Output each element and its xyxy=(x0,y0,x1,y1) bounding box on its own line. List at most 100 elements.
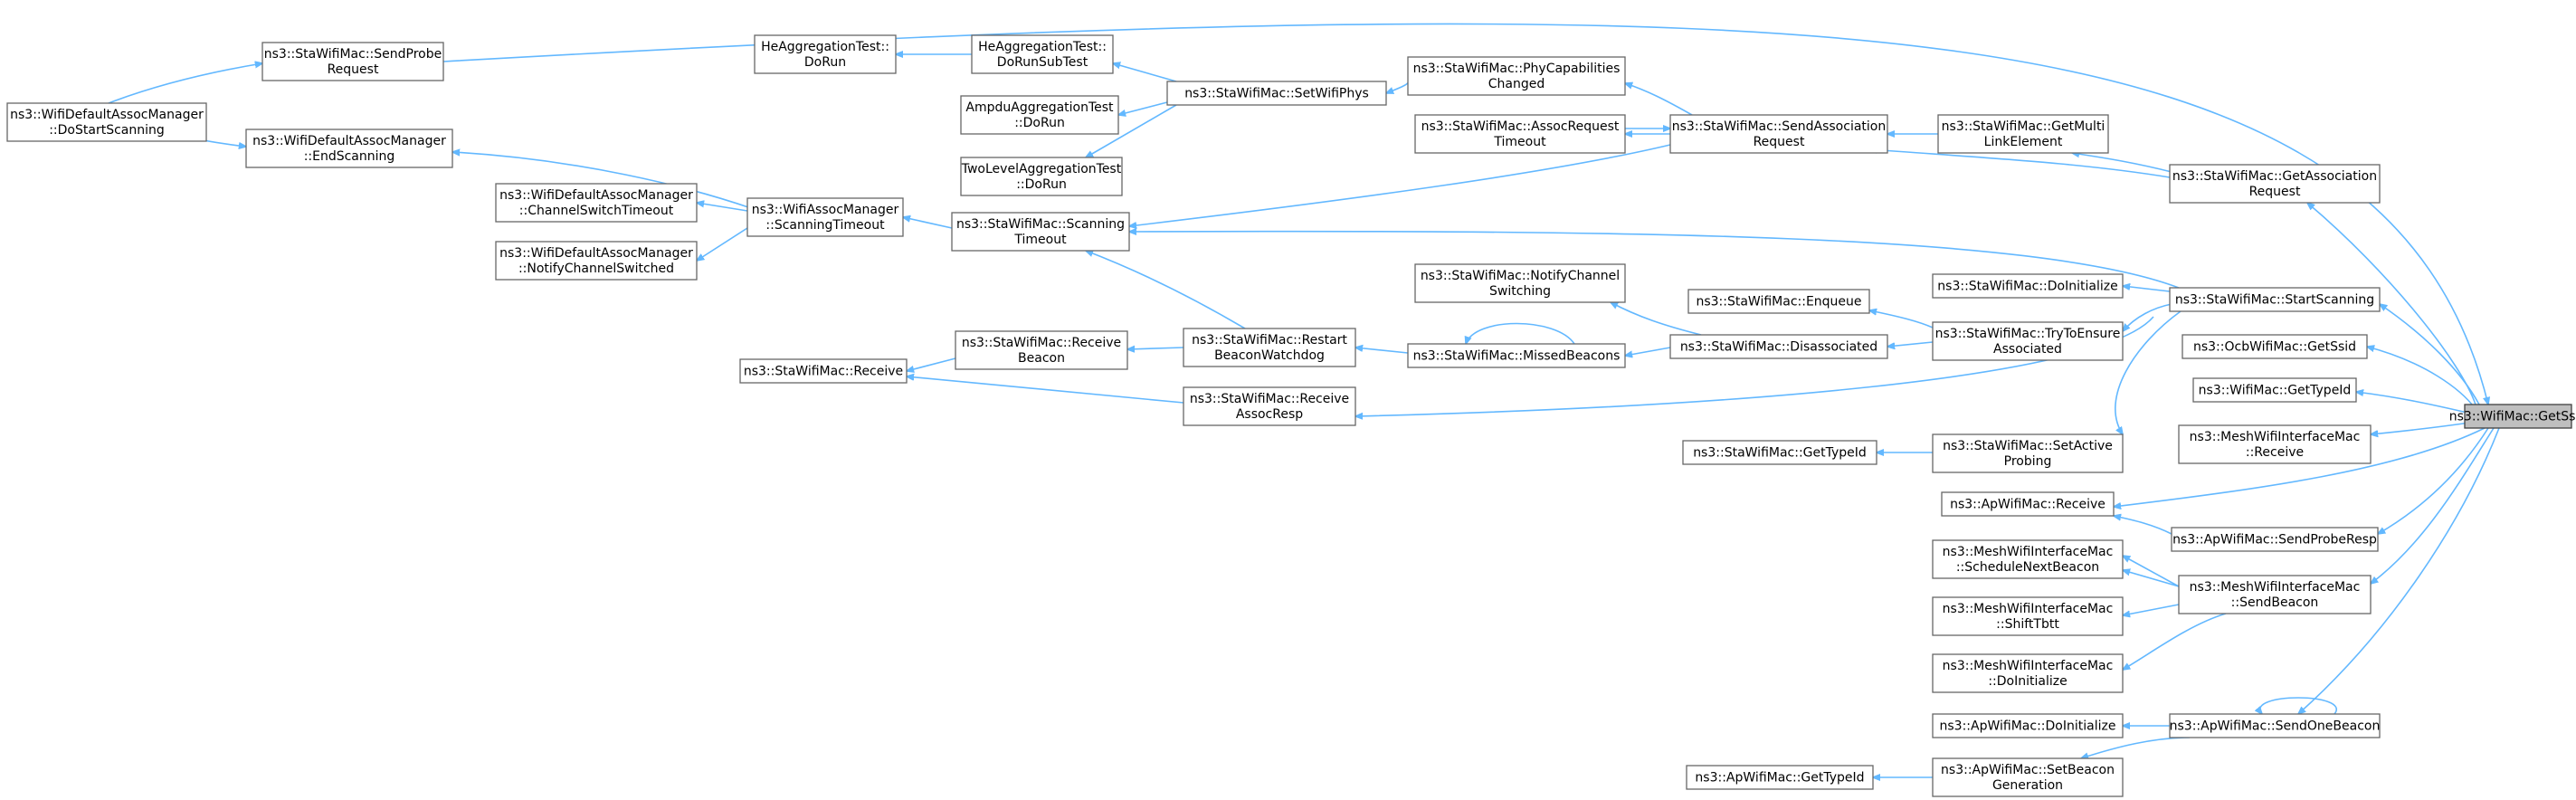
node-ocb-getssid[interactable]: ns3::OcbWifiMac::GetSsid xyxy=(2182,334,2368,359)
node-wm-gettypeid[interactable]: ns3::WifiMac::GetTypeId xyxy=(2192,377,2357,403)
node-ap-sendprobe[interactable]: ns3::ApWifiMac::SendProbeResp xyxy=(2171,527,2379,552)
node-ap-receive[interactable]: ns3::ApWifiMac::Receive xyxy=(1941,491,2115,517)
node-ap-sendone[interactable]: ns3::ApWifiMac::SendOneBeacon xyxy=(2169,713,2381,738)
node-scanto[interactable]: ns3::StaWifiMac::ScanningTimeout xyxy=(951,212,1130,252)
edge-19 xyxy=(1118,101,1168,115)
edge-45 xyxy=(2123,604,2180,615)
edge-20 xyxy=(1086,104,1177,157)
node-label: ns3::MeshWifiInterfaceMac xyxy=(2190,430,2361,444)
node-doinit-sta[interactable]: ns3::StaWifiMac::DoInitialize xyxy=(1932,273,2124,299)
node-box xyxy=(495,241,698,281)
node-box xyxy=(1932,273,2124,299)
node-box xyxy=(2169,164,2381,204)
node-label: ns3::WifiDefaultAssocManager xyxy=(499,246,693,261)
node-label: ns3::StaWifiMac::SetActive xyxy=(1943,439,2113,453)
node-box xyxy=(1407,56,1626,96)
node-label: Request xyxy=(2249,185,2301,199)
node-label: AssocResp xyxy=(1236,407,1303,422)
edge-29 xyxy=(1127,348,1184,349)
node-ampdu[interactable]: AmpduAggregationTest::DoRun xyxy=(960,95,1119,135)
node-box xyxy=(245,129,453,168)
node-label: AmpduAggregationTest xyxy=(965,100,1114,115)
node-box xyxy=(2178,424,2372,464)
node-startscan[interactable]: ns3::StaWifiMac::StartScanning xyxy=(2169,287,2381,312)
node-label: Request xyxy=(328,62,379,77)
node-label: ns3::ApWifiMac::Receive xyxy=(1950,497,2105,511)
node-label: ns3::StaWifiMac::Restart xyxy=(1192,333,1347,348)
node-box xyxy=(951,212,1130,252)
edge-46 xyxy=(2123,613,2227,670)
node-enqueue[interactable]: ns3::StaWifiMac::Enqueue xyxy=(1687,289,1870,314)
node-label: ns3::WifiAssocManager xyxy=(752,203,899,217)
node-ap-doinit[interactable]: ns3::ApWifiMac::DoInitialize xyxy=(1932,713,2124,738)
node-box xyxy=(1682,440,1877,465)
node-label: Associated xyxy=(1993,342,2062,357)
edge-15 xyxy=(2072,153,2172,173)
node-label: Changed xyxy=(1488,77,1545,91)
node-wdam-start[interactable]: ns3::WifiDefaultAssocManager::DoStartSca… xyxy=(6,102,207,142)
node-label: ns3::WifiMac::GetTypeId xyxy=(2199,383,2352,397)
node-box xyxy=(1669,334,1888,359)
node-mesh-receive[interactable]: ns3::MeshWifiInterfaceMac::Receive xyxy=(2178,424,2372,464)
edge-33 xyxy=(907,376,1184,404)
node-wdam-notify[interactable]: ns3::WifiDefaultAssocManager::NotifyChan… xyxy=(495,241,698,281)
node-he-dorun[interactable]: HeAggregationTest::DoRun xyxy=(754,34,897,74)
node-mesh-sendbeacon[interactable]: ns3::MeshWifiInterfaceMac::SendBeacon xyxy=(2178,575,2372,614)
node-mesh-shift[interactable]: ns3::MeshWifiInterfaceMac::ShiftTbtt xyxy=(1932,596,2124,636)
node-label: ns3::StaWifiMac::Receive xyxy=(962,336,1121,350)
node-box xyxy=(2178,575,2372,614)
node-wam-scan[interactable]: ns3::WifiAssocManager::ScanningTimeout xyxy=(746,197,904,237)
node-setwifiphys[interactable]: ns3::StaWifiMac::SetWifiPhys xyxy=(1166,81,1387,106)
node-label: ns3::MeshWifiInterfaceMac xyxy=(1943,659,2114,673)
edge-18 xyxy=(1113,63,1177,82)
node-label: ns3::StaWifiMac::StartScanning xyxy=(2175,292,2374,307)
node-label: ns3::StaWifiMac::GetMulti xyxy=(1942,119,2105,134)
node-label: Generation xyxy=(1992,778,2063,793)
node-wdam-chsw[interactable]: ns3::WifiDefaultAssocManager::ChannelSwi… xyxy=(495,183,698,223)
node-getssid[interactable]: ns3::WifiMac::GetSsid xyxy=(2449,404,2576,429)
node-label: ns3::StaWifiMac::MissedBeacons xyxy=(1413,348,1621,363)
edge-42 xyxy=(2114,516,2172,535)
edge-21 xyxy=(1386,79,1410,93)
node-label: ::SendBeacon xyxy=(2231,595,2319,610)
node-box xyxy=(1932,321,2124,361)
node-label: ns3::StaWifiMac::AssocRequest xyxy=(1421,119,1620,134)
node-ap-gettypeid[interactable]: ns3::ApWifiMac::GetTypeId xyxy=(1686,765,1874,790)
edge-7 xyxy=(1129,144,1671,226)
node-label: Switching xyxy=(1489,284,1551,299)
node-mesh-sched[interactable]: ns3::MeshWifiInterfaceMac::ScheduleNextB… xyxy=(1932,539,2124,579)
node-box xyxy=(1686,765,1874,790)
node-mesh-doinit[interactable]: ns3::MeshWifiInterfaceMac::DoInitialize xyxy=(1932,653,2124,693)
node-label: ns3::StaWifiMac::DoInitialize xyxy=(1937,279,2117,293)
edge-24 xyxy=(2380,304,2480,405)
node-missed[interactable]: ns3::StaWifiMac::MissedBeacons xyxy=(1407,343,1626,368)
node-label: ns3::StaWifiMac::Enqueue xyxy=(1696,294,1861,309)
node-wdam-end[interactable]: ns3::WifiDefaultAssocManager::EndScannin… xyxy=(245,129,453,168)
node-label: ::ShiftTbtt xyxy=(1996,617,2059,632)
edge-41 xyxy=(2378,427,2489,534)
node-he-dorunsub[interactable]: HeAggregationTest::DoRunSubTest xyxy=(971,34,1114,74)
edge-40 xyxy=(2114,427,2486,507)
edge-8 xyxy=(1129,232,2180,289)
node-sta-receive[interactable]: ns3::StaWifiMac::Receive xyxy=(739,358,908,384)
node-label: ::ChannelSwitchTimeout xyxy=(519,204,674,218)
node-twolevel[interactable]: TwoLevelAggregationTest::DoRun xyxy=(960,157,1123,196)
node-disassoc[interactable]: ns3::StaWifiMac::Disassociated xyxy=(1669,334,1888,359)
node-box xyxy=(971,34,1114,74)
node-sta-gettypeid[interactable]: ns3::StaWifiMac::GetTypeId xyxy=(1682,440,1877,465)
node-label: ns3::WifiDefaultAssocManager xyxy=(10,108,204,122)
